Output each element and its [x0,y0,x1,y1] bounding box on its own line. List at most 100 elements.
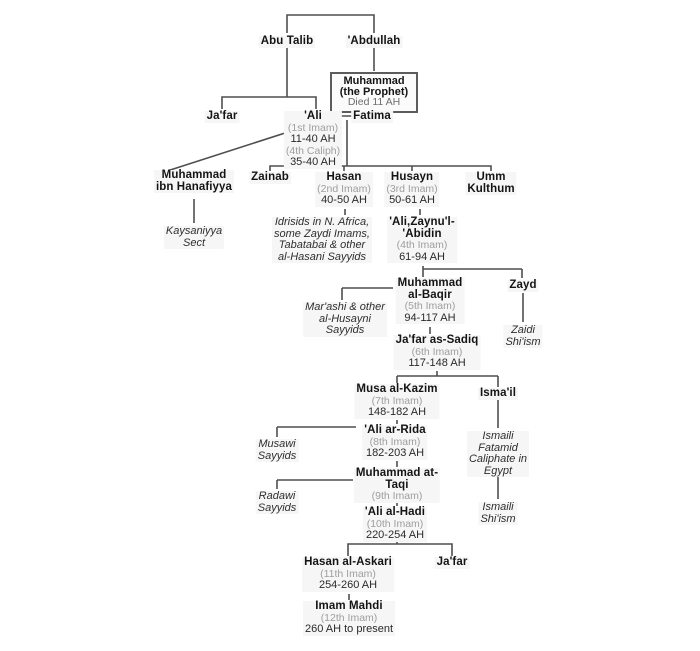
node-rida-eighth-imam: 'Ali ar-Rida (8th Imam) 182-203 AH [362,424,428,460]
note-hasani-sayyids: Idrisids in N. Africa, some Zaydi Imams,… [272,216,372,263]
node-muhammad-prophet: Muhammad (the Prophet) Died 11 AH [330,72,418,113]
node-title: Muhammad [343,75,405,87]
node-ismail: Isma'il [477,387,519,400]
note-line: Radawi [255,490,299,503]
node-imam-number: (6th Imam) [393,346,481,358]
node-husayn-third-imam: Husayn (3rd Imam) 50-61 AH [384,171,440,207]
note-line: some Zaydi Imams, [272,227,372,240]
node-dates: 94-117 AH [395,312,465,324]
note-line: Tabatabai & other [272,239,372,252]
node-musa-seventh-imam: Musa al-Kazim (7th Imam) 148-182 AH [354,383,440,419]
node-title: Abu Talib [258,35,316,48]
node-imam-number: (2nd Imam) [315,182,373,195]
node-title: Imam Mahdi [302,600,396,613]
note-line: Shi'ism [503,335,543,348]
note-kaysaniyya-sect: Kaysaniyya Sect [163,225,225,249]
node-title: Taqi [353,479,441,491]
node-taqi-ninth-imam: Muhammad at- Taqi (9th Imam) [353,467,441,503]
node-hasan-second-imam: Hasan (2nd Imam) 40-50 AH [315,171,373,207]
node-title: Ja'far [204,110,240,123]
node-dates: 61-94 AH [387,251,457,263]
node-title: 'Abdullah [345,35,403,48]
node-title: 'Ali al-Hadi [362,506,428,519]
node-caliph-label: (4th Caliph) [283,144,343,157]
note-ismaili-shiism: Ismaili Shi'ism [478,501,518,525]
note-line: Egypt [466,465,530,477]
node-dates: 182-203 AH [362,447,428,460]
node-title: 'Abidin [387,228,457,240]
node-death-date: Died 11 AH [347,96,401,108]
node-dates: 254-260 AH [302,579,394,592]
note-line: Mar'ashi & other [303,301,387,314]
node-dates: 117-148 AH [393,357,481,370]
node-abu-talib: Abu Talib [258,35,316,48]
node-title: Muhammad [153,169,235,182]
node-imam-number: (12th Imam) [302,612,396,624]
node-dates: 50-61 AH [384,194,440,207]
note-line: Musawi [255,438,299,451]
node-title: 'Ali ar-Rida [362,424,428,437]
node-title: Husayn [384,171,440,184]
node-title: Fatima [351,110,393,123]
node-hadi-tenth-imam: 'Ali al-Hadi (10th Imam) 220-254 AH [362,506,428,542]
node-title: al-Baqir [395,289,465,301]
node-mahdi-twelfth-imam: Imam Mahdi (12th Imam) 260 AH to present [302,600,396,636]
node-zainab: Zainab [249,171,291,184]
node-title: Zainab [249,171,291,184]
node-imam-number: (9th Imam) [353,490,441,503]
node-title: Kulthum [465,182,517,195]
node-title: Ja'far as-Sadiq [393,334,481,347]
note-zaidi-shiism: Zaidi Shi'ism [503,324,543,348]
node-imam-number: (5th Imam) [395,300,465,313]
node-imam-number: (8th Imam) [362,436,428,448]
note-line: Idrisids in N. Africa, [272,216,372,229]
note-musawi-sayyids: Musawi Sayyids [255,438,299,462]
node-dates: 220-254 AH [362,529,428,542]
node-ali-first-imam: 'Ali (1st Imam) 11-40 AH (4th Caliph) 35… [283,110,343,169]
note-line: Fatamid [466,442,530,454]
node-muhammad-ibn-hanafiyya: Muhammad ibn Hanafiyya [153,169,235,193]
node-imam-number: (4th Imam) [387,239,457,252]
note-line: al-Hasani Sayyids [272,251,372,263]
note-line: Ismaili [466,430,530,443]
note-line: Ismaili [478,501,518,514]
note-line: Sayyids [255,449,299,462]
node-dates: 11-40 AH [283,133,343,146]
node-imam-number: (1st Imam) [283,122,343,134]
node-zaynul-abidin-fourth-imam: 'Ali,Zaynu'l- 'Abidin (4th Imam) 61-94 A… [387,216,457,263]
node-imam-number: (11th Imam) [302,568,394,580]
node-title: 'Ali [283,110,343,123]
node-baqir-fifth-imam: Muhammad al-Baqir (5th Imam) 94-117 AH [395,277,465,324]
node-umm-kulthum: Umm Kulthum [465,171,517,195]
node-dates: 148-182 AH [354,406,440,419]
node-caliph-dates: 35-40 AH [283,156,343,169]
node-imam-number: (3rd Imam) [384,182,440,195]
node-title: Hasan [315,171,373,184]
node-title: 'Ali,Zaynu'l- [387,216,457,229]
note-marashi-sayyids: Mar'ashi & other al-Husayni Sayyids [303,301,387,337]
node-title: Muhammad at- [353,467,441,480]
node-imam-number: (10th Imam) [362,518,428,530]
note-line: Sayyids [303,324,387,337]
node-dates: 260 AH to present [302,623,396,636]
node-title: Zayd [507,279,539,292]
node-abdullah: 'Abdullah [345,35,403,48]
node-title: Umm [465,171,517,184]
node-dates: 40-50 AH [315,194,373,207]
note-line: Shi'ism [478,512,518,525]
node-askari-eleventh-imam: Hasan al-Askari (11th Imam) 254-260 AH [302,556,394,592]
node-title: ibn Hanafiyya [153,180,235,193]
node-epithet: (the Prophet) [339,85,409,98]
node-title: Muhammad [395,277,465,290]
node-imam-number: (7th Imam) [354,395,440,407]
node-jafar-younger: Ja'far [434,556,470,569]
node-zayd: Zayd [507,279,539,292]
node-title: Ja'far [434,556,470,569]
node-sadiq-sixth-imam: Ja'far as-Sadiq (6th Imam) 117-148 AH [393,334,481,370]
node-title: Isma'il [477,387,519,400]
note-line: Sect [163,237,225,249]
note-line: Sayyids [255,501,299,514]
node-fatima: Fatima [351,110,393,123]
node-title: Musa al-Kazim [354,383,440,396]
